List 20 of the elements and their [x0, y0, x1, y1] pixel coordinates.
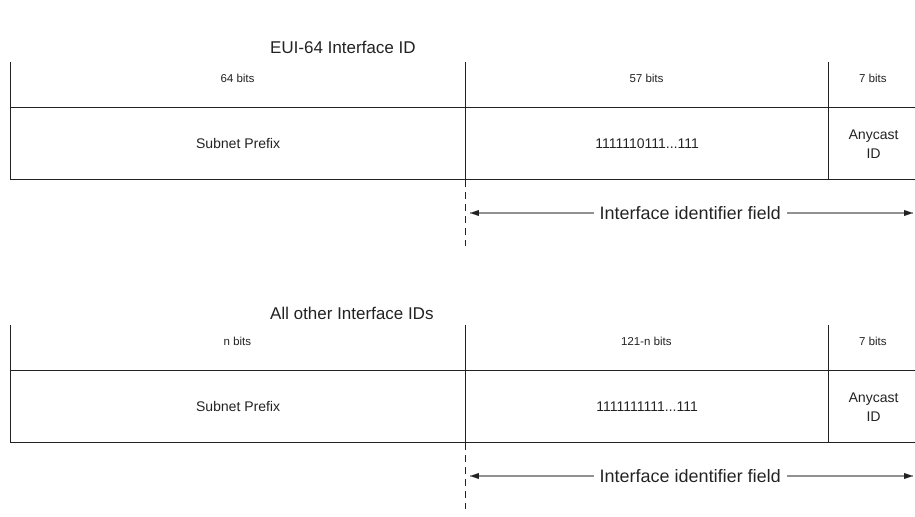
- field-box: [828, 370, 915, 443]
- field-name: Subnet Prefix: [196, 134, 280, 153]
- field-box: [465, 370, 828, 443]
- diagram-heading: All other Interface IDs: [270, 304, 434, 324]
- bit-width: 121-n bits: [621, 336, 672, 348]
- field-box: [828, 107, 915, 180]
- field-box: [10, 370, 465, 443]
- bit-width: 7 bits: [859, 336, 886, 348]
- field-box: [465, 107, 828, 180]
- bit-width: 7 bits: [859, 73, 886, 85]
- diagram-heading: EUI-64 Interface ID: [270, 38, 416, 58]
- field-name: 1111110111...111: [595, 134, 699, 153]
- bit-width: n bits: [224, 336, 251, 348]
- bit-width: 64 bits: [220, 73, 254, 85]
- field-box: [10, 107, 465, 180]
- field-name: Subnet Prefix: [196, 397, 280, 416]
- field-name: Anycast ID: [848, 124, 900, 162]
- field-name: 1111111111...111: [596, 397, 698, 416]
- field-name: Anycast ID: [848, 388, 900, 426]
- bit-width: 57 bits: [630, 73, 664, 85]
